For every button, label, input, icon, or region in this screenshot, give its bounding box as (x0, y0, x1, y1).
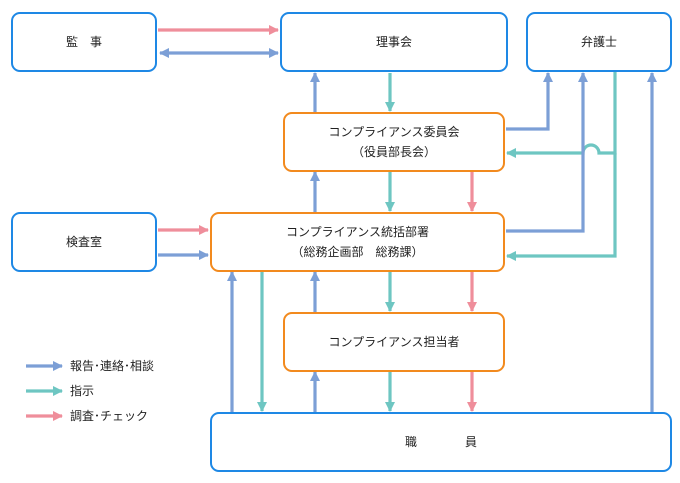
committee-label-line1: コンプライアンス委員会 (328, 125, 460, 139)
arrow-bengoshi-to-tokatsu (505, 153, 617, 262)
arrow-bengoshi-to-committee (505, 72, 617, 159)
tantousha-label: コンプライアンス担当者 (328, 335, 460, 349)
compliance-committee-box: コンプライアンス委員会 （役員部長会） (283, 112, 505, 172)
tokatsu-label-line1: コンプライアンス統括部署 (286, 225, 429, 239)
kensashitsu-box: 検査室 (11, 212, 157, 272)
compliance-tantousha-box: コンプライアンス担当者 (283, 312, 505, 372)
legend-report-label: 報告･連絡･相談 (70, 359, 155, 373)
tokatsu-label-line2: （総務企画部 総務課） (291, 245, 424, 259)
kansa-label: 監 事 (65, 35, 102, 49)
legend-instruct-label: 指示 (70, 384, 95, 398)
arrow-tokatsu-to-bengoshi (506, 71, 589, 233)
bengoshi-box: 弁護士 (526, 12, 672, 72)
shokuin-box: 職 員 (210, 412, 672, 472)
committee-label-line2: （役員部長会） (351, 145, 436, 159)
rijikai-box: 理事会 (280, 12, 508, 72)
compliance-tokatsu-box: コンプライアンス統括部署 （総務企画部 総務課） (210, 212, 505, 272)
legend-check-label: 調査･チェック (70, 409, 149, 423)
shokuin-label: 職 員 (404, 435, 477, 449)
bengoshi-label: 弁護士 (580, 35, 617, 49)
arrow-committee-to-bengoshi (506, 71, 554, 131)
kensashitsu-label: 検査室 (65, 235, 102, 249)
kansa-box: 監 事 (11, 12, 157, 72)
rijikai-label: 理事会 (375, 35, 412, 49)
